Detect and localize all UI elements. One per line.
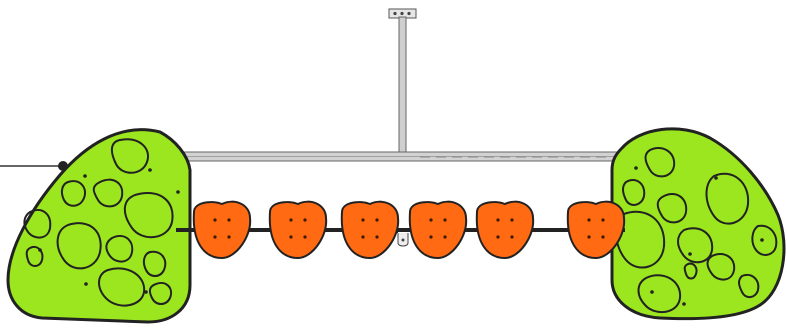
step-4 xyxy=(408,200,468,260)
steps xyxy=(192,200,626,260)
step-6 xyxy=(566,200,626,260)
step-1 xyxy=(192,200,252,260)
horizontal-bar xyxy=(156,150,647,163)
left-climbing-panel xyxy=(6,128,192,324)
right-climbing-panel xyxy=(610,127,786,321)
cable xyxy=(0,161,68,171)
step-5 xyxy=(475,200,535,260)
step-2 xyxy=(268,200,328,260)
hanging-post xyxy=(388,8,417,156)
step-3 xyxy=(340,200,400,260)
